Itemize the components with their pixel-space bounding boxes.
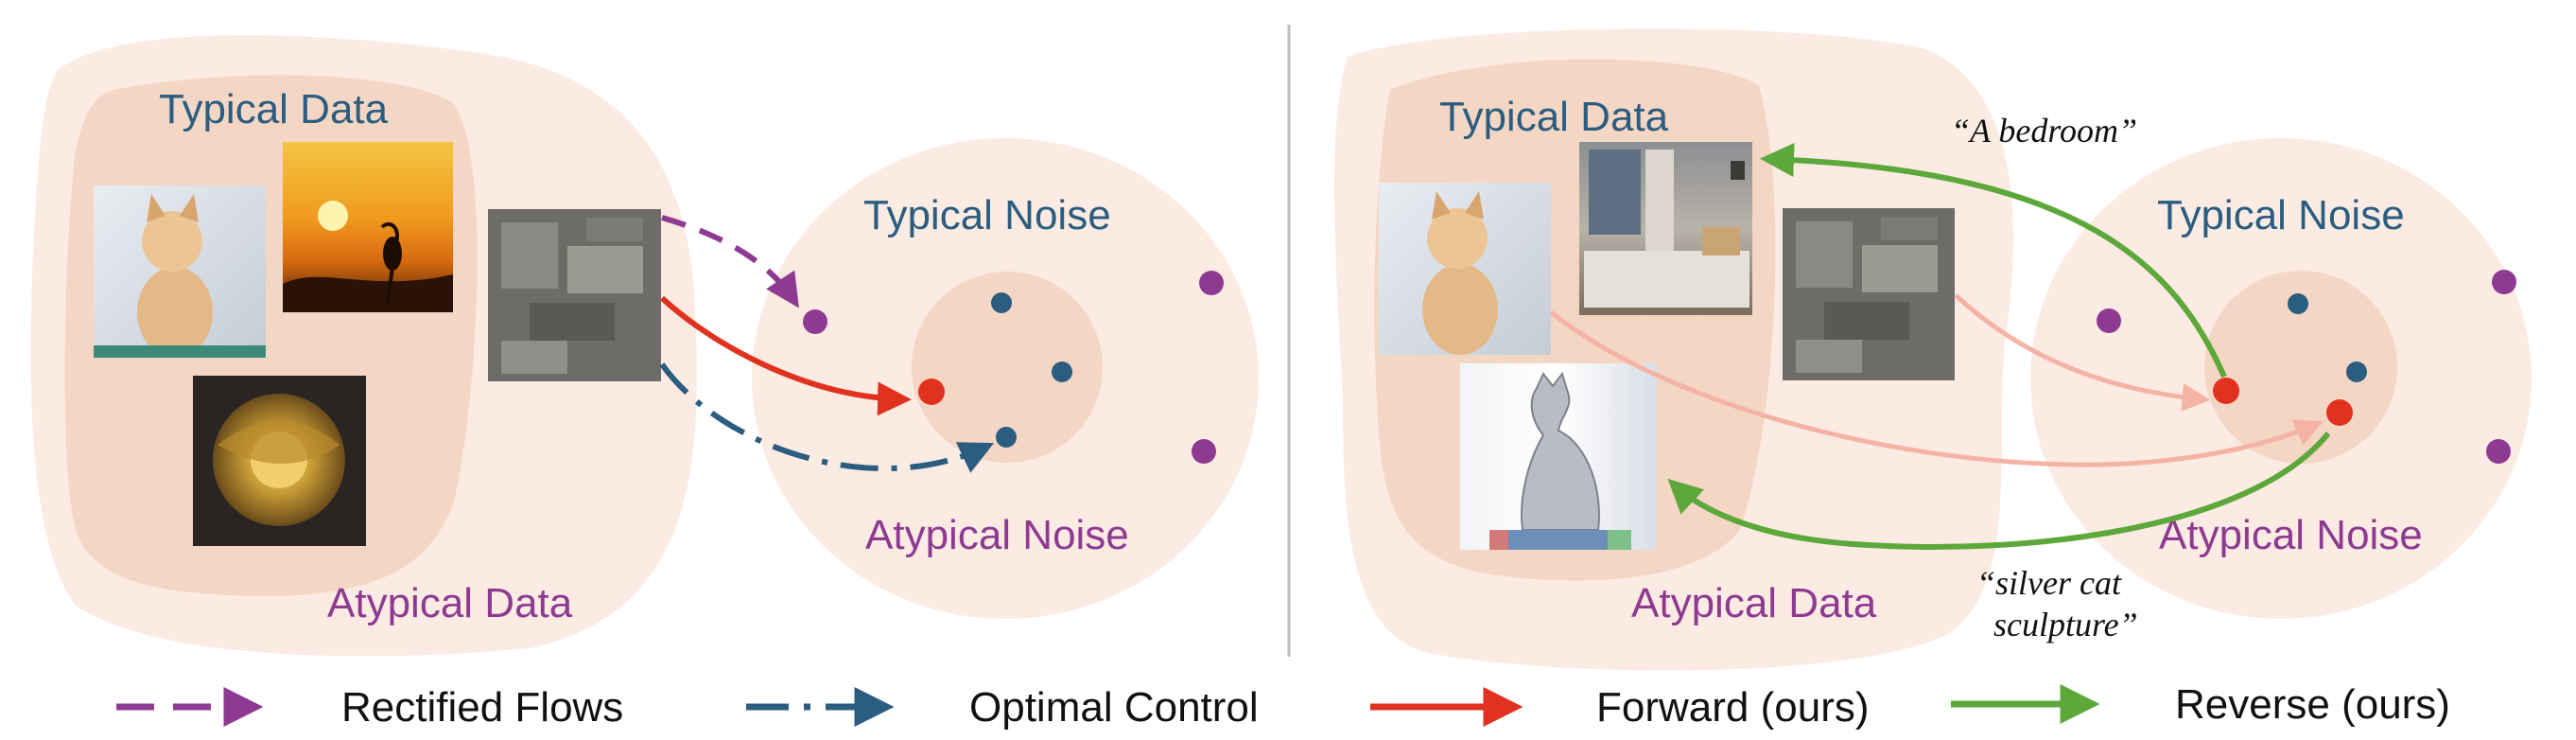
noise-point-blue [1052,361,1072,382]
noise-point-purple [803,309,827,334]
legend-optimal-control-label: Optimal Control [969,684,1259,731]
abstract-noise-image [1783,208,1955,380]
forward-arrow-faded [1549,310,2324,467]
reverse-arrow-to-bedroom [1760,143,2227,379]
atypical-noise-label-left: Atypical Noise [865,512,1129,558]
noise-point-blue [2288,293,2308,314]
typical-noise-core-left [912,272,1103,463]
atypical-data-label-right: Atypical Data [1631,580,1877,626]
noise-point-purple [1199,271,1224,295]
forward-arrow-faded [1954,293,2211,412]
noise-point-purple [2486,439,2511,464]
noise-point-red [2213,378,2239,404]
sunset-heron-painting [283,142,453,312]
legend-forward-label: Forward (ours) [1596,684,1870,731]
legend-reverse-label: Reverse (ours) [2175,681,2450,728]
atypical-data-label-left: Atypical Data [327,580,573,626]
prompt-top: “A bedroom” [1951,112,2137,150]
noise-point-blue [2346,361,2367,382]
typical-data-label-right: Typical Data [1439,94,1669,140]
noise-point-purple [1192,439,1216,464]
abstract-noise-image [488,209,661,381]
legend: Rectified Flows Optimal Control Forward … [116,681,2450,731]
typical-noise-label-right: Typical Noise [2157,192,2405,238]
optimal-control-arrow [659,362,995,473]
prompt-bottom-line1: “silver cat [1976,564,2122,602]
noise-point-purple [2097,308,2121,333]
typical-noise-label-left: Typical Noise [863,192,1111,238]
noise-point-blue [991,292,1012,313]
atypical-noise-label-right: Atypical Noise [2159,512,2423,558]
prompt-bottom-line2: sculpture” [1993,606,2138,643]
gold-flower-sculpture [193,376,366,546]
noise-point-blue [996,427,1017,448]
forward-arrow [659,295,912,416]
noise-point-red [2326,399,2353,426]
noise-point-purple [2492,270,2516,294]
silver-cat-sculpture [1460,363,1657,550]
reverse-arrow-to-silver-cat [1667,432,2331,550]
cat-photo [94,185,266,358]
rectified-flow-arrow [661,215,799,308]
legend-rectified-flows-label: Rectified Flows [341,684,623,731]
noise-point-red [918,379,945,405]
typical-data-label-left: Typical Data [159,86,389,132]
bedroom-photo [1579,142,1752,315]
cat-photo [1379,183,1551,355]
